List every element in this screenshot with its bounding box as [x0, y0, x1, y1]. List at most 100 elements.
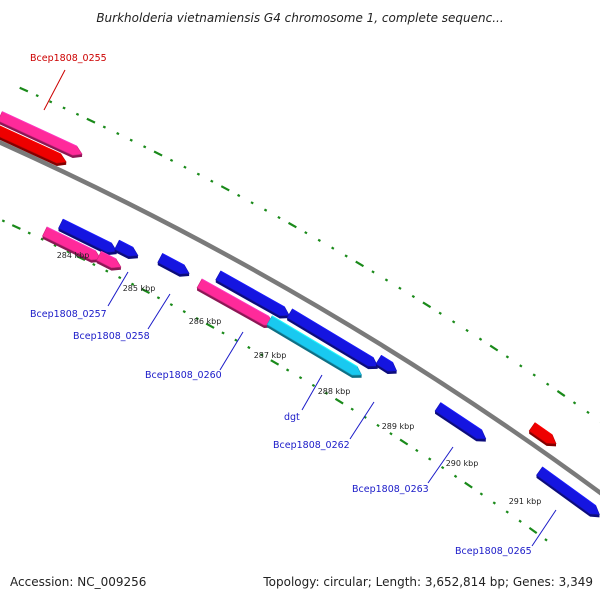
gene-arrow-side — [157, 262, 190, 277]
gene-arrow[interactable] — [157, 253, 190, 275]
gene-dgt[interactable] — [266, 315, 363, 378]
gene-arrow-highlight — [0, 125, 62, 155]
leader-bcep1808-0260 — [219, 331, 244, 371]
tick-minor — [250, 201, 254, 205]
tick-minor — [350, 407, 354, 411]
tick-minor — [102, 125, 107, 129]
gene-label-bcep1808-0255[interactable]: Bcep1808_0255 — [30, 53, 107, 64]
gene-small-b[interactable] — [375, 354, 398, 374]
tick-marks-inner — [1, 219, 548, 542]
gene-bcep1808-0255[interactable] — [0, 124, 67, 166]
gene-arrow-side — [58, 228, 117, 256]
position-label-284: 284 kbp — [57, 251, 90, 260]
tick-minor — [505, 355, 510, 359]
tick-minor — [572, 401, 577, 405]
tick-minor — [92, 262, 96, 267]
chromosome-backbone — [0, 140, 600, 496]
leader-bcep1808-0262 — [349, 401, 375, 440]
gene-label-dgt[interactable]: dgt — [284, 412, 300, 423]
tick-minor — [183, 165, 187, 169]
gene-bcep1808-0263[interactable] — [434, 402, 487, 442]
tick-minor — [182, 310, 186, 314]
tick-minor — [130, 282, 135, 286]
tick-major — [205, 322, 215, 329]
tick-minor — [492, 501, 497, 505]
accession-text: Accession: NC_009256 — [10, 575, 146, 589]
gene-arrow[interactable] — [536, 466, 600, 515]
position-label-289: 289 kbp — [382, 422, 415, 431]
gene-arrow-highlight — [62, 218, 112, 244]
tick-minor — [440, 465, 445, 470]
gene-arrow-side — [114, 249, 138, 260]
tick-minor — [169, 158, 174, 162]
gene-bcep1808-0260b[interactable] — [215, 270, 290, 319]
tick-minor — [376, 423, 380, 428]
gene-arrow-highlight — [440, 402, 483, 431]
gene-arrow-highlight — [100, 250, 117, 260]
gene-arrow-highlight — [118, 239, 134, 248]
gene-bcep1808-0259[interactable] — [157, 253, 190, 277]
tick-minor — [331, 246, 335, 250]
tick-major — [489, 344, 499, 352]
tick-minor — [317, 238, 321, 242]
tick-minor — [479, 492, 484, 496]
gene-arrow[interactable] — [114, 239, 139, 257]
tick-minor — [438, 311, 442, 315]
leader-bcep1808-0257 — [107, 271, 129, 307]
tick-minor — [195, 317, 199, 321]
tick-minor — [389, 432, 393, 436]
gene-arrow[interactable] — [528, 422, 557, 444]
gene-arrow-highlight — [1, 111, 78, 147]
tick-minor — [237, 193, 241, 198]
tick-minor — [411, 294, 416, 299]
tick-major — [141, 287, 151, 295]
tick-minor — [27, 231, 31, 235]
tick-major — [76, 255, 86, 262]
tick-major — [86, 117, 96, 124]
tick-minor — [398, 286, 402, 290]
gene-bcep1808-0257[interactable] — [42, 226, 102, 263]
tick-minor — [465, 328, 469, 333]
tick-minor — [105, 269, 109, 273]
gene-small-a[interactable] — [114, 239, 139, 260]
tick-major — [287, 221, 297, 229]
tick-minor — [62, 106, 66, 110]
tick-minor — [451, 320, 456, 324]
tick-minor — [478, 337, 483, 341]
gene-bcep1808-0256[interactable] — [58, 218, 118, 256]
gene-label-bcep1808-0257[interactable]: Bcep1808_0257 — [30, 309, 107, 320]
gene-bcep1808-0254[interactable] — [0, 111, 83, 159]
gene-red-small[interactable] — [528, 422, 557, 447]
label-leader-lines — [43, 69, 557, 547]
tick-minor — [260, 353, 264, 357]
gene-label-bcep1808-0258[interactable]: Bcep1808_0258 — [73, 331, 150, 342]
gene-bcep1808-0265[interactable] — [536, 466, 600, 518]
tick-minor — [234, 338, 238, 342]
tick-minor — [277, 215, 281, 220]
tick-major — [528, 526, 538, 534]
gene-label-bcep1808-0262[interactable]: Bcep1808_0262 — [273, 440, 350, 451]
tick-minor — [285, 368, 290, 372]
tick-minor — [371, 270, 375, 274]
tick-major — [422, 301, 432, 309]
tick-minor — [428, 457, 432, 461]
leader-bcep1808-0255 — [43, 69, 66, 111]
tick-minor — [116, 132, 120, 136]
gene-labels: Bcep1808_0255 Bcep1808_0257 Bcep1808_025… — [30, 53, 532, 557]
tick-minor — [519, 364, 523, 368]
tick-minor — [324, 391, 329, 395]
leader-bcep1808-0263 — [427, 446, 454, 484]
position-labels: 284 kbp 285 kbp 286 kbp 287 kbp 288 kbp … — [57, 251, 542, 506]
gene-label-bcep1808-0263[interactable]: Bcep1808_0263 — [352, 484, 429, 495]
tick-minor — [453, 474, 458, 478]
gene-bcep1808-0261[interactable] — [286, 308, 379, 370]
gene-arrow-highlight — [380, 354, 394, 364]
gene-label-bcep1808-0265[interactable]: Bcep1808_0265 — [455, 546, 532, 557]
tick-major — [355, 260, 365, 268]
gene-label-bcep1808-0260[interactable]: Bcep1808_0260 — [145, 370, 222, 381]
gene-arrow[interactable] — [375, 354, 398, 372]
tick-major — [556, 390, 566, 397]
gene-arrow-highlight — [46, 226, 96, 252]
gene-bcep1808-0258[interactable] — [96, 250, 122, 271]
